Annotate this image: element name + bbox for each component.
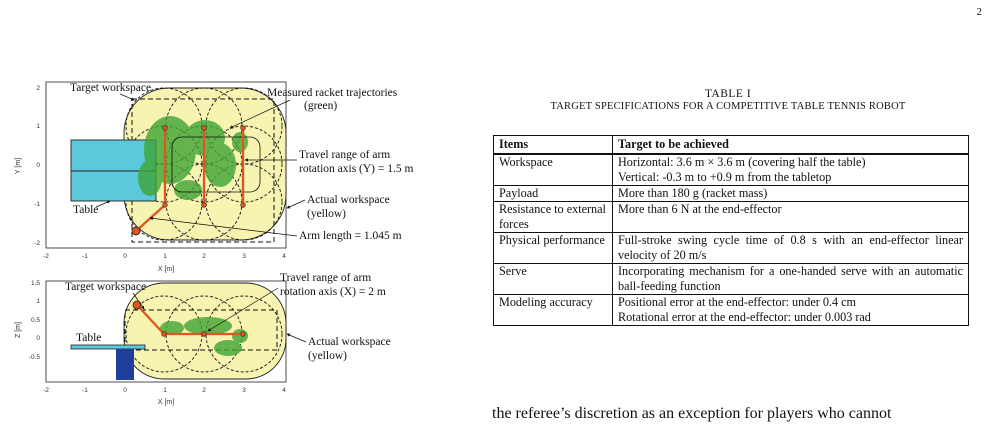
bottom-x-tick: -1: [82, 387, 88, 394]
top-x-tick: 4: [282, 253, 286, 260]
bottom-y-tick: 0.5: [31, 317, 40, 324]
table-cell-target: More than 6 N at the end-effector: [612, 201, 969, 233]
bottom-plot: -2 -1 0 1 2 3 4 1.5 1 0.5 0 -0.5 X [m] Z…: [15, 272, 391, 406]
bottom-y-tick: 0: [36, 335, 40, 342]
page-number: 2: [976, 6, 983, 18]
bottom-travel-range-value: rotation axis (X) = 2 m: [280, 286, 386, 298]
table-cell-target: More than 180 g (racket mass): [612, 185, 969, 202]
table-cell-target: Full-stroke swing cycle time of 0.8 s wi…: [612, 232, 969, 264]
bottom-x-axis-label: X [m]: [158, 399, 174, 406]
bottom-x-tick: 0: [123, 387, 127, 394]
table-cell-line: Rotational error at the end-effector: un…: [618, 310, 871, 324]
top-y-tick: 0: [36, 162, 40, 169]
table-row: Serve Incorporating mechanism for a one-…: [493, 263, 969, 295]
table-cell-line: Full-stroke swing cycle time of 0.8 s wi…: [618, 233, 963, 262]
bottom-actual-workspace-label: Actual workspace: [308, 336, 391, 348]
bottom-y-tick: -0.5: [29, 354, 41, 361]
table-cell-item: Serve: [493, 263, 613, 295]
bottom-table-leg: [116, 349, 134, 380]
bottom-y-axis-label: Z [m]: [15, 322, 22, 338]
top-y-tick: 2: [36, 85, 40, 92]
top-measured-trajectories-label: Measured racket trajectories: [267, 87, 398, 99]
top-racket-head: [131, 226, 141, 236]
bottom-y-tick: 1.5: [31, 280, 40, 287]
top-table-label: Table: [73, 204, 98, 216]
table-cell-line: Vertical: -0.3 m to +0.9 m from the tabl…: [618, 170, 832, 184]
table-caption: TABLE I TARGET SPECIFICATIONS FOR A COMP…: [488, 88, 968, 112]
body-text: the referee’s discretion as an exception…: [492, 405, 892, 422]
top-arm-length-label: Arm length = 1.045 m: [299, 230, 402, 242]
top-x-tick: -2: [43, 253, 49, 260]
top-x-tick: 3: [242, 253, 246, 260]
table-cell-item: Resistance to external forces: [493, 201, 613, 233]
table-cell-line: Incorporating mechanism for a one-handed…: [618, 264, 963, 293]
table-cell-line: Horizontal: 3.6 m × 3.6 m (covering half…: [618, 155, 866, 169]
bottom-target-workspace: [124, 309, 278, 351]
table-title: TARGET SPECIFICATIONS FOR A COMPETITIVE …: [550, 101, 906, 112]
top-x-tick: 1: [163, 253, 167, 260]
bottom-x-tick: 3: [242, 387, 246, 394]
table-cell-line: Positional error at the end-effector: un…: [618, 295, 857, 309]
top-x-tick: 0: [123, 253, 127, 260]
table-cell-item: Workspace: [493, 153, 613, 186]
top-y-tick: -1: [34, 201, 40, 208]
table-row: Payload More than 180 g (racket mass): [493, 185, 969, 202]
bottom-racket-head: [132, 300, 142, 310]
top-actual-workspace-label: Actual workspace: [307, 194, 390, 206]
top-y-tick: 1: [36, 123, 40, 130]
bottom-travel-range-label: Travel range of arm: [280, 272, 371, 284]
table-row: Modeling accuracy Positional error at th…: [493, 294, 969, 326]
top-measured-trajectories-color: (green): [304, 100, 337, 112]
top-x-tick: -1: [82, 253, 88, 260]
top-target-workspace-label: Target workspace: [70, 82, 151, 94]
table-cell-item: Payload: [493, 185, 613, 202]
bottom-table-label: Table: [76, 332, 101, 344]
table-cell-target: Positional error at the end-effector: un…: [612, 294, 969, 326]
bottom-x-tick: -2: [43, 387, 49, 394]
table-cell-item: Modeling accuracy: [493, 294, 613, 326]
workspace-figure: -2 -1 0 1 2 3 4 2 1 0 -1 -2 X [m] Y [m] …: [15, 81, 413, 406]
top-actual-workspace-color: (yellow): [307, 208, 346, 220]
spec-table: Items Target to be achieved Workspace Ho…: [493, 135, 969, 326]
bottom-target-workspace-label: Target workspace: [65, 281, 146, 293]
table-row: Resistance to external forces More than …: [493, 201, 969, 233]
table-header-row: Items Target to be achieved: [493, 135, 969, 155]
top-plot: -2 -1 0 1 2 3 4 2 1 0 -1 -2 X [m] Y [m] …: [15, 81, 413, 273]
table-cell-line: More than 180 g (racket mass): [618, 186, 768, 200]
table-number: TABLE I: [704, 88, 752, 100]
bottom-x-tick: 1: [163, 387, 167, 394]
bottom-x-tick: 2: [202, 387, 206, 394]
table-cell-line: More than 6 N at the end-effector: [618, 202, 782, 216]
table-header-target: Target to be achieved: [612, 135, 969, 155]
table-row: Physical performance Full-stroke swing c…: [493, 232, 969, 264]
top-x-tick: 2: [202, 253, 206, 260]
bottom-y-tick: 1: [36, 298, 40, 305]
top-y-axis-label: Y [m]: [15, 158, 22, 174]
top-travel-range-value: rotation axis (Y) = 1.5 m: [299, 163, 413, 175]
bottom-x-tick: 4: [282, 387, 286, 394]
bottom-table-top: [70, 344, 146, 350]
table-header-items: Items: [493, 135, 613, 155]
top-travel-range-label: Travel range of arm: [299, 149, 390, 161]
top-x-axis-label: X [m]: [158, 266, 174, 273]
table-cell-item: Physical performance: [493, 232, 613, 264]
table-cell-target: Incorporating mechanism for a one-handed…: [612, 263, 969, 295]
bottom-actual-workspace-color: (yellow): [308, 350, 347, 362]
table-row: Workspace Horizontal: 3.6 m × 3.6 m (cov…: [493, 153, 969, 186]
table-cell-target: Horizontal: 3.6 m × 3.6 m (covering half…: [612, 153, 969, 186]
top-y-tick: -2: [34, 240, 40, 247]
